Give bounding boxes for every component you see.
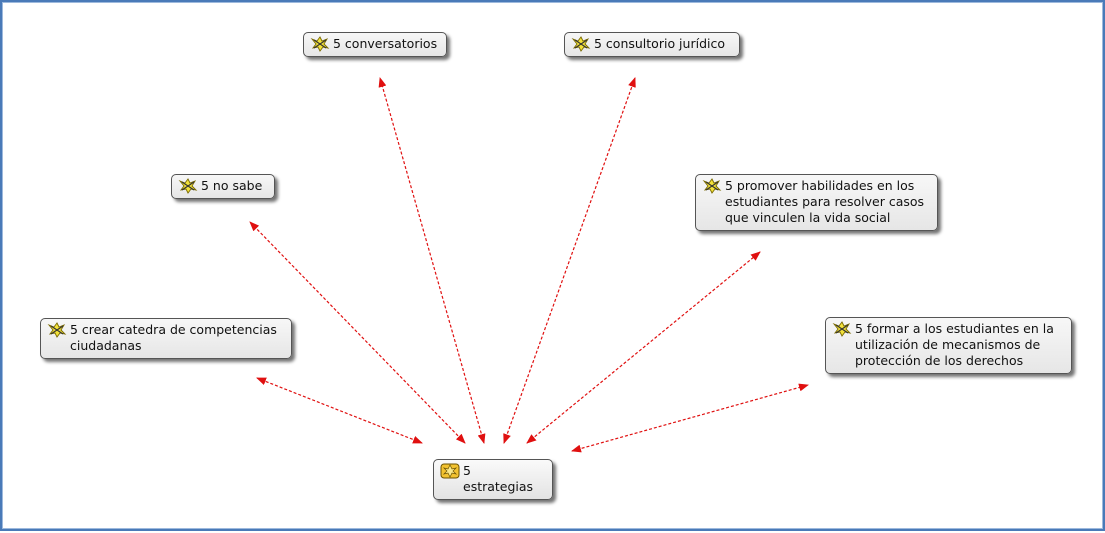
node-label: 5 crear catedra de competencias ciudadan… bbox=[70, 322, 277, 353]
node-consultorio[interactable]: 5 consultorio jurídico bbox=[564, 32, 740, 57]
node-label: 5 no sabe bbox=[201, 178, 263, 193]
node-label: 5 conversatorios bbox=[333, 36, 438, 51]
node-label: 5 formar a los estudiantes en la utiliza… bbox=[855, 321, 1054, 368]
node-label: 5 promover habilidades en los estudiante… bbox=[725, 178, 925, 225]
node-nosabe[interactable]: 5 no sabe bbox=[171, 174, 275, 199]
code-star-icon bbox=[832, 321, 852, 337]
code-star-icon bbox=[702, 178, 722, 194]
node-promover[interactable]: 5 promover habilidades en los estudiante… bbox=[695, 174, 938, 231]
code-star-icon bbox=[310, 36, 330, 52]
link-estrategias-promover[interactable] bbox=[526, 251, 761, 444]
link-estrategias-consultorio[interactable] bbox=[503, 77, 636, 444]
node-label: 5 consultorio jurídico bbox=[594, 36, 725, 51]
code-star-icon bbox=[571, 36, 591, 52]
node-estrategias[interactable]: 5 estrategias bbox=[433, 459, 553, 500]
code-star-icon bbox=[178, 178, 198, 194]
link-estrategias-formar[interactable] bbox=[571, 383, 809, 453]
node-catedra[interactable]: 5 crear catedra de competencias ciudadan… bbox=[40, 318, 292, 359]
node-conversatorios[interactable]: 5 conversatorios bbox=[303, 32, 447, 57]
link-estrategias-catedra[interactable] bbox=[256, 377, 423, 444]
code-star-icon bbox=[47, 322, 67, 338]
link-estrategias-conversatorios[interactable] bbox=[378, 77, 486, 444]
link-estrategias-nosabe[interactable] bbox=[249, 221, 466, 444]
code-network-icon bbox=[440, 463, 460, 479]
node-formar[interactable]: 5 formar a los estudiantes en la utiliza… bbox=[825, 317, 1072, 374]
center-label: 5 estrategias bbox=[463, 463, 534, 494]
